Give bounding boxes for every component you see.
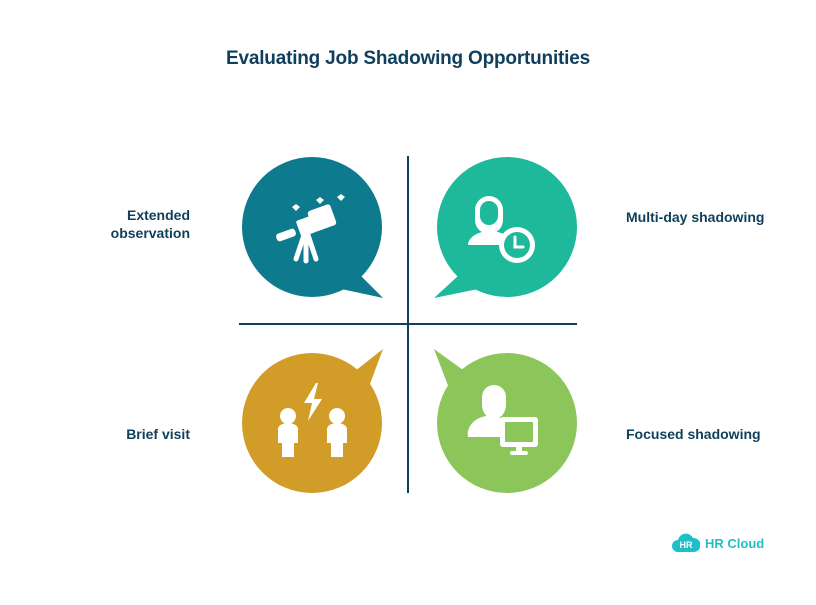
bubble-focused-shadowing [430, 345, 580, 495]
person-monitor-icon [467, 385, 538, 455]
bubble-multi-day-shadowing [430, 155, 580, 305]
label-brief-visit: Brief visit [126, 426, 190, 442]
page-title: Evaluating Job Shadowing Opportunities [226, 48, 590, 69]
label-extended-observation: Extended observation [100, 206, 190, 242]
telescope-hearts-icon [276, 194, 345, 264]
horizontal-axis [239, 323, 577, 325]
bubble-brief-visit [240, 345, 390, 495]
hr-cloud-logo: HR HR Cloud [672, 533, 764, 553]
label-multi-day-shadowing: Multi-day shadowing [626, 209, 765, 225]
label-focused-shadowing: Focused shadowing [626, 426, 761, 442]
bubble-extended-observation [240, 155, 390, 305]
label-line-1: Extended [126, 207, 190, 223]
cloud-icon: HR [672, 533, 700, 552]
two-people-lightning-icon [278, 383, 347, 457]
logo-text: HR Cloud [705, 535, 765, 551]
svg-text:HR: HR [680, 540, 693, 550]
label-line-2: observation [110, 225, 190, 241]
person-clock-icon [468, 196, 535, 263]
